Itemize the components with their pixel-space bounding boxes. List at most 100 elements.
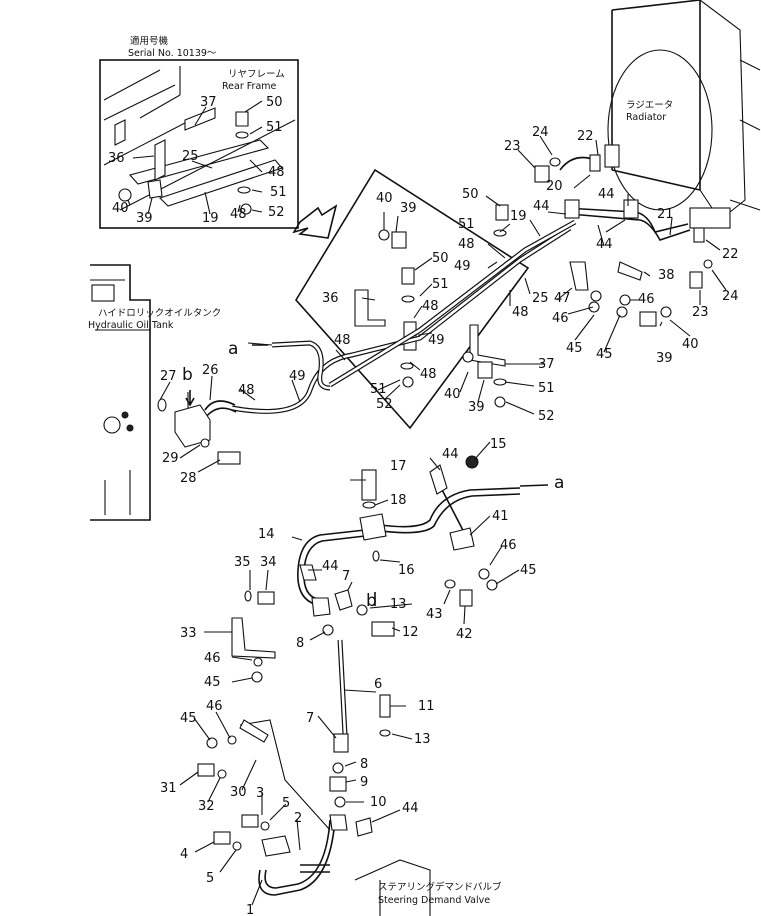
washer-5b [232, 841, 242, 851]
washer-13b [379, 729, 391, 737]
callout-48: 48 [458, 237, 475, 252]
callout-4: 4 [180, 847, 188, 862]
oring-16 [372, 550, 380, 562]
flange-fitting [329, 814, 348, 831]
callout-51-r: 51 [538, 381, 555, 396]
callout-46-l: 46 [204, 651, 221, 666]
washer-51b [400, 362, 414, 370]
callout-37: 37 [538, 357, 555, 372]
inset-nut-52 [240, 203, 252, 215]
callout-b-upper: b [182, 365, 193, 385]
radiator: ラジエータ Radiator [604, 0, 761, 229]
nut-45b [616, 306, 628, 318]
callout-44-lo: 44 [402, 801, 419, 816]
pipe-1 [258, 819, 336, 896]
bolt-12 [371, 621, 395, 637]
callout-25-inset: 25 [182, 149, 199, 164]
callout-46-lo: 46 [206, 699, 223, 714]
callout-49-l: 49 [289, 369, 306, 384]
nut-45 [588, 301, 600, 313]
callout-44-m2: 44 [322, 559, 339, 574]
callout-44-r1: 44 [598, 187, 615, 202]
washer-46 [590, 290, 602, 302]
inset-bracket-36 [154, 139, 166, 181]
bolt-31 [197, 763, 215, 777]
flange-22 [589, 154, 601, 172]
callout-31: 31 [160, 781, 177, 796]
callout-23b: 23 [692, 305, 709, 320]
clamp-detail-box [295, 168, 530, 430]
tank-cap [91, 284, 115, 302]
callout-29: 29 [162, 451, 179, 466]
bolt-17 [361, 469, 377, 501]
steering-demand-valve-body [354, 859, 431, 916]
callout-a-lower: a [554, 473, 564, 493]
callout-49-c: 49 [428, 333, 445, 348]
callout-21: 21 [657, 207, 674, 222]
clamp-44e [334, 589, 353, 611]
leader-lines [159, 135, 727, 906]
inset-bolt-50 [235, 111, 249, 127]
callout-9: 9 [360, 775, 368, 790]
callout-7: 7 [306, 711, 314, 726]
callout-labels: 37 50 51 36 25 48 51 40 39 19 48 52 24 2… [108, 95, 739, 916]
bolt-50-main [495, 204, 509, 221]
inset-bolt-39 [147, 179, 163, 199]
oring-27 [157, 398, 167, 412]
bolt-50 [401, 267, 415, 285]
inset-frame [99, 59, 299, 229]
connection-b-arrows [185, 390, 376, 606]
oring-10 [334, 796, 346, 808]
callout-39-c2: 39 [468, 400, 485, 415]
washer-13 [356, 604, 368, 616]
hose-main-inner [231, 226, 571, 413]
inset-serial-view: 適用号機 Serial No. 10139～ リヤフレーム Rear Frame [99, 35, 338, 239]
callout-42: 42 [456, 627, 473, 642]
fitting-7 [333, 733, 349, 753]
callout-36-inset: 36 [108, 151, 125, 166]
callout-47: 47 [554, 291, 571, 306]
callout-46-r2: 46 [552, 311, 569, 326]
rear-frame-jp: リヤフレーム [228, 69, 285, 80]
clamp-44b [564, 199, 580, 219]
bolt-28 [217, 451, 241, 465]
washer-40b [660, 306, 672, 318]
callout-50-inset: 50 [266, 95, 283, 110]
inset-bracket [114, 119, 126, 146]
callout-13-lo: 13 [414, 732, 431, 747]
clamp-detail-outline [295, 168, 530, 430]
washer-5 [260, 821, 270, 831]
callout-48-mid: 48 [512, 305, 529, 320]
radiator-outline [611, 0, 701, 191]
callout-39-inset: 39 [136, 211, 153, 226]
radiator-port [604, 144, 620, 168]
callout-45-lo: 45 [180, 711, 197, 726]
clamp-44d [299, 564, 317, 581]
callout-14: 14 [258, 527, 275, 542]
callout-8-upper: 8 [296, 636, 304, 651]
washer-40c [462, 351, 474, 363]
callout-40-r: 40 [682, 337, 699, 352]
callout-50-c: 50 [432, 251, 449, 266]
inset-arrow [292, 204, 338, 239]
callout-48-c2: 48 [334, 333, 351, 348]
callout-25: 25 [532, 291, 549, 306]
fitting-26 [204, 400, 237, 419]
bolt-11 [379, 694, 391, 718]
inset-bar [128, 139, 270, 185]
callout-40-inset: 40 [112, 201, 129, 216]
callout-45-r2: 45 [596, 347, 613, 362]
callout-11: 11 [418, 699, 435, 714]
clamp-44 [623, 199, 639, 219]
callout-2: 2 [294, 811, 302, 826]
callout-45-l: 45 [204, 675, 221, 690]
callout-44-r2: 44 [533, 199, 550, 214]
washer-43 [444, 579, 456, 589]
bolt-42 [459, 589, 473, 607]
steer-valve-jp: ステアリングデマンドバルブ [378, 881, 502, 893]
callout-b-lower: b [366, 591, 377, 611]
callout-52-r: 52 [538, 409, 555, 424]
oring-8 [322, 624, 334, 636]
callout-40-c2: 40 [444, 387, 461, 402]
